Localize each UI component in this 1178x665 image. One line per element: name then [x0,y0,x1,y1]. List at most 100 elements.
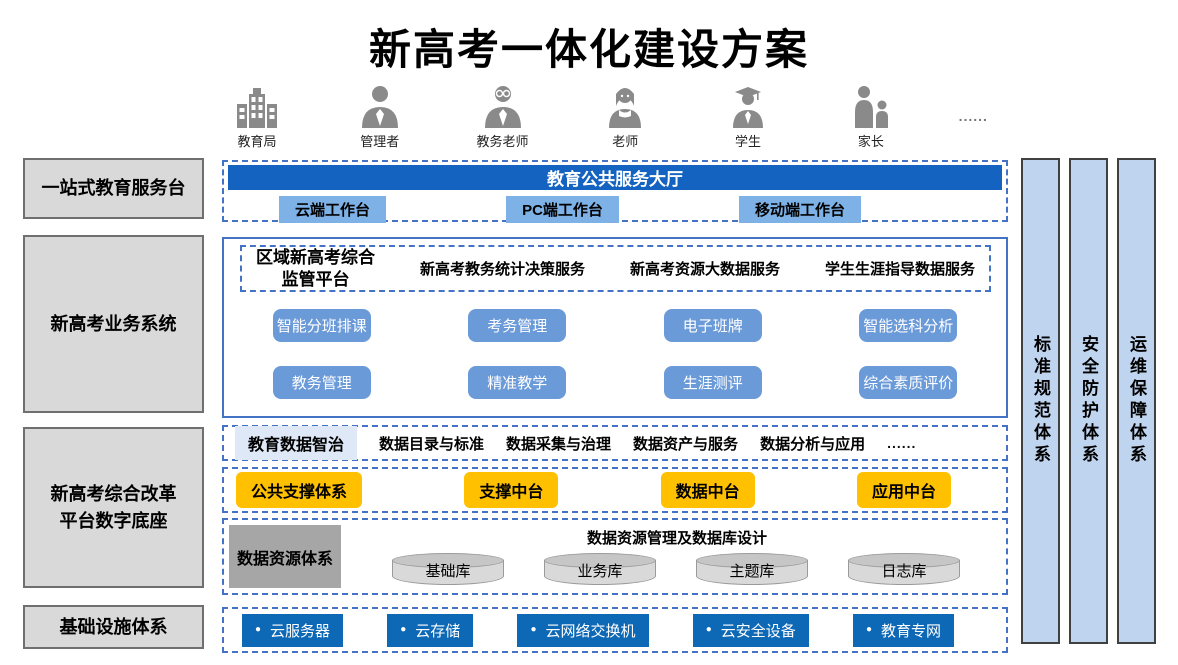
infra-cloud-network-switch: ● 云网络交换机 [517,613,649,647]
services-dashed-box: 区域新高考综合 监管平台 新高考教务统计决策服务 新高考资源大数据服务 学生生涯… [240,245,991,292]
infra-cloud-security: ● 云安全设备 [692,613,809,647]
gov-item-analysis: 数据分析与应用 [760,435,866,453]
user-role-teacher: 老师 [590,84,660,150]
data-resources-label: 数据资源体系 [229,525,341,588]
app-precision-teaching: 精准教学 [468,366,567,399]
section-service-hall: 教育公共服务大厅 云端工作台 PC端工作台 移动端工作台 [222,160,1008,223]
sidebar-item-infrastructure: 基础设施体系 [23,605,204,649]
database-cylinder-row: 基础库 业务库 主题库 日志库 [352,548,1002,585]
service-statistics-decision: 新高考教务统计决策服务 [419,261,585,278]
database-design-title: 数据资源管理及数据库设计 [586,530,767,547]
more-users-ellipsis: ...... [958,108,988,124]
database-business: 业务库 [544,553,656,585]
parent-child-icon [849,84,893,128]
gov-more-ellipsis: ...... [887,435,917,451]
section-data-resources: 数据资源体系 数据资源管理及数据库设计 基础库 业务库 主题库 日志库 [222,518,1008,595]
database-label: 日志库 [881,563,927,580]
infra-cloud-storage: ● 云存储 [387,613,474,647]
sidebar-label-line1: 新高考综合改革 [50,484,177,505]
service-hall-header: 教育公共服务大厅 [228,165,1002,190]
infra-label: 教育专网 [880,622,941,640]
user-role-label: 教务老师 [476,134,529,149]
service-label-line2: 监管平台 [281,269,350,289]
user-role-parent: 家长 [836,84,906,150]
app-career-assessment: 生涯测评 [663,366,762,399]
user-role-label: 老师 [612,134,639,149]
database-label: 主题库 [729,563,775,580]
infra-label: 云存储 [415,622,461,640]
sidebar-label-line2: 平台数字底座 [59,510,168,531]
vertical-bar-operations: 运维保障体系 [1117,158,1156,644]
user-role-label: 学生 [735,134,762,149]
platform-data: 数据中台 [660,472,755,508]
platform-support: 支撑中台 [464,472,559,508]
sidebar-label: 新高考业务系统 [50,313,177,334]
bullet-icon: ● [400,624,407,635]
vertical-bar-label: 安全防护体系 [1079,335,1098,467]
user-role-education-bureau: 教育局 [222,84,292,150]
sidebar-label: 基础设施体系 [59,616,168,637]
manager-icon [360,84,400,128]
app-academic-management: 教务管理 [272,366,371,399]
gov-item-collection: 数据采集与治理 [506,435,612,453]
gov-item-assets: 数据资产与服务 [633,435,739,453]
bullet-icon: ● [255,624,262,635]
workbench-row: 云端工作台 PC端工作台 移动端工作台 [224,190,1006,223]
section-business-system: 区域新高考综合 监管平台 新高考教务统计决策服务 新高考资源大数据服务 学生生涯… [222,237,1008,418]
database-basic: 基础库 [392,553,504,585]
workbench-pc: PC端工作台 [506,196,619,223]
app-button-grid: 智能分班排课 考务管理 电子班牌 智能选科分析 教务管理 精准教学 生涯测评 综… [224,309,1006,399]
infra-label: 云网络交换机 [545,622,636,640]
service-career-guidance: 学生生涯指导数据服务 [824,261,975,278]
sidebar-label: 一站式教育服务台 [41,178,186,199]
bullet-icon: ● [705,624,712,635]
workbench-cloud: 云端工作台 [279,196,387,223]
sidebar-item-business-system: 新高考业务系统 [23,235,204,413]
sidebar-item-service-desk: 一站式教育服务台 [23,158,204,219]
infra-education-network: ● 教育专网 [852,613,954,647]
gov-item-catalog: 数据目录与标准 [379,435,485,453]
data-resources-content: 数据资源管理及数据库设计 基础库 业务库 主题库 日志库 [352,527,1002,585]
workbench-mobile: 移动端工作台 [738,196,861,223]
vertical-bar-standards: 标准规范体系 [1021,158,1060,644]
platform-public-support: 公共支撑体系 [236,472,363,508]
section-infrastructure: ● 云服务器 ● 云存储 ● 云网络交换机 ● 云安全设备 ● 教育专网 [222,607,1008,653]
vertical-bar-security: 安全防护体系 [1069,158,1108,644]
user-role-label: 家长 [857,134,884,149]
bullet-icon: ● [530,624,537,635]
sidebar-item-digital-base: 新高考综合改革 平台数字底座 [23,427,204,588]
section-middle-platforms: 公共支撑体系 支撑中台 数据中台 应用中台 [222,467,1008,513]
teacher-woman-icon [605,84,645,128]
service-regional-supervision: 区域新高考综合 监管平台 [256,247,375,290]
infra-label: 云服务器 [270,622,331,640]
student-icon [728,84,768,128]
infra-cloud-server: ● 云服务器 [242,613,344,647]
user-role-label: 教育局 [237,134,277,149]
database-theme: 主题库 [696,553,808,585]
database-label: 基础库 [425,563,471,580]
government-building-icon [234,84,280,128]
infra-label: 云安全设备 [720,622,796,640]
database-log: 日志库 [848,553,960,585]
app-exam-management: 考务管理 [468,309,567,342]
bullet-icon: ● [865,624,872,635]
user-role-academic-teacher: 教务老师 [468,84,538,150]
database-label: 业务库 [577,563,623,580]
user-role-label: 管理者 [360,134,400,149]
data-governance-label: 教育数据智治 [235,426,358,460]
vertical-bar-label: 标准规范体系 [1031,335,1050,467]
user-role-manager: 管理者 [345,84,415,150]
user-role-student: 学生 [713,84,783,150]
app-quality-evaluation: 综合素质评价 [859,366,958,399]
app-subject-selection: 智能选科分析 [859,309,958,342]
page-title: 新高考一体化建设方案 [368,26,809,73]
academic-teacher-icon [483,84,523,128]
app-class-scheduling: 智能分班排课 [272,309,371,342]
service-label-line1: 区域新高考综合 [256,248,375,268]
user-roles-row: 教育局 管理者 [222,86,1008,150]
vertical-bar-label: 运维保障体系 [1127,335,1146,467]
platform-application: 应用中台 [856,472,951,508]
section-data-governance: 教育数据智治 数据目录与标准 数据采集与治理 数据资产与服务 数据分析与应用 .… [222,425,1008,461]
app-e-class-board: 电子班牌 [663,309,762,342]
